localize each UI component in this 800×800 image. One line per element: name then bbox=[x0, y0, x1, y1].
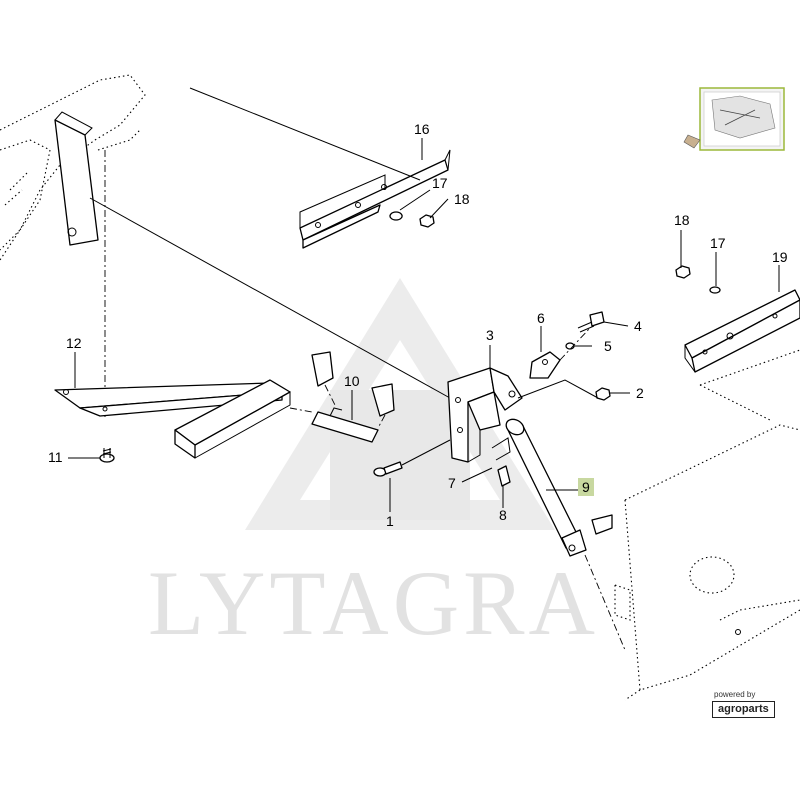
callout-8[interactable]: 8 bbox=[499, 507, 507, 523]
callout-6[interactable]: 6 bbox=[537, 310, 545, 326]
axis-line-2 bbox=[517, 379, 599, 399]
axis-line-4 bbox=[559, 327, 591, 361]
callout-11[interactable]: 11 bbox=[48, 449, 63, 465]
callout-9[interactable]: 9 bbox=[582, 479, 590, 495]
spring-pin-8 bbox=[497, 465, 511, 487]
callout-2[interactable]: 2 bbox=[636, 385, 644, 401]
clip-7 bbox=[491, 437, 511, 461]
watermark-text: LYTAGRA bbox=[148, 552, 599, 654]
bolt-11 bbox=[99, 448, 115, 463]
highlight-callout-9 bbox=[578, 478, 594, 496]
leader-16-frame bbox=[189, 87, 421, 181]
bolt-1 bbox=[373, 439, 451, 477]
callout-4[interactable]: 4 bbox=[634, 318, 642, 334]
locator-thumbnail-icon bbox=[683, 87, 785, 151]
callout-18-top[interactable]: 18 bbox=[454, 191, 470, 207]
leader-frame-3 bbox=[89, 197, 451, 399]
nut-2 bbox=[595, 387, 611, 401]
callout-18-right[interactable]: 18 bbox=[674, 212, 690, 228]
callout-17-top[interactable]: 17 bbox=[432, 175, 448, 191]
callout-5[interactable]: 5 bbox=[604, 338, 612, 354]
axis-line-9 bbox=[584, 554, 626, 651]
callout-leaders bbox=[68, 138, 780, 512]
callout-12[interactable]: 12 bbox=[66, 335, 82, 351]
bolt-4 bbox=[577, 311, 605, 333]
bracket-16 bbox=[299, 149, 451, 249]
rod-9 bbox=[505, 418, 587, 557]
agroparts-logo: agroparts bbox=[712, 701, 775, 718]
clevis-6 bbox=[529, 351, 561, 379]
machine-body bbox=[591, 349, 800, 701]
callout-labels: 1 2 3 4 5 6 7 8 9 10 11 12 16 17 18 17 1… bbox=[48, 121, 788, 529]
callout-7[interactable]: 7 bbox=[448, 475, 456, 491]
callout-19[interactable]: 19 bbox=[772, 249, 788, 265]
background-frame-left bbox=[0, 74, 146, 261]
powered-by-badge[interactable]: powered by agroparts bbox=[712, 690, 798, 718]
callout-3[interactable]: 3 bbox=[486, 327, 494, 343]
callout-1[interactable]: 1 bbox=[386, 513, 394, 529]
pin-10 bbox=[289, 351, 395, 443]
callout-10[interactable]: 10 bbox=[344, 373, 360, 389]
bracket-19 bbox=[675, 265, 800, 373]
callout-16[interactable]: 16 bbox=[414, 121, 430, 137]
bracket-3 bbox=[447, 367, 523, 463]
powered-by-caption: powered by bbox=[714, 690, 756, 699]
callout-17-right[interactable]: 17 bbox=[710, 235, 726, 251]
watermark-logo: LYTAGRA bbox=[148, 278, 599, 654]
arm-12 bbox=[54, 379, 291, 459]
